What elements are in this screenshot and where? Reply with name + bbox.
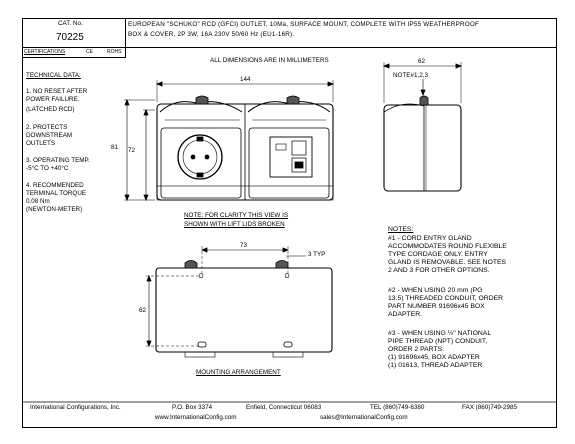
note1-line1: #1 - CORD ENTRY GLAND <box>388 235 472 242</box>
tech-item-1-line2: POWER FAILURE. <box>26 96 80 103</box>
tech-item-1-line3: (LATCHED RCD) <box>26 106 75 113</box>
footer-city: Enfield, Connecticut 06083 <box>246 404 322 411</box>
tech-item-4-line4: (NEWTON-METER) <box>26 206 83 213</box>
tech-item-3-line1: 3. OPERATING TEMP. <box>26 157 90 164</box>
note1-line5: 2 AND 3 FOR OTHER OPTIONS. <box>388 267 490 274</box>
note2-line3: PART NUMBER 91696x45 BOX <box>388 303 485 310</box>
note2-line4: ADAPTER. <box>388 311 422 318</box>
tech-item-1-line1: 1. NO RESET AFTER <box>26 88 88 95</box>
note3-line4: (1) 91696x45, BOX ADAPTER <box>388 354 480 361</box>
front-width-dim: 144 <box>239 76 252 84</box>
front-caption-line2: SHOWN WITH LIFT LIDS BROKEN <box>184 221 285 228</box>
mounting-outline <box>155 260 333 358</box>
footer-fax: FAX (860)749-2985 <box>462 404 517 411</box>
front-caption-line1: NOTE: FOR CLARITY THIS VIEW IS <box>184 212 289 219</box>
tech-item-4-line2: TERMINAL TORQUE <box>26 190 87 197</box>
dimensions-note: ALL DIMENSIONS ARE IN MILLIMETERS <box>210 57 329 64</box>
note1-line4: GLAND IS REMOVABLE. SEE NOTES <box>388 259 507 266</box>
footer-company: International Configurations, Inc. <box>30 404 121 411</box>
note3-line2: PIPE THREAD (NPT) CONDUIT, <box>388 338 488 345</box>
note3-line3: ORDER 2 PARTS: <box>388 346 445 353</box>
description-line2: BOX & COVER, 2P 3W, 16A 230V 50/60 Hz (E… <box>128 31 295 38</box>
cat-number: 70225 <box>56 32 84 43</box>
front-height-outer-dim: 81 <box>111 144 119 151</box>
tech-item-2-line1: 2. PROTECTS <box>26 124 68 131</box>
schuko-socket <box>177 134 223 180</box>
side-note-ref: NOTE#1,2,3 <box>393 72 428 79</box>
footer-email-link[interactable]: sales@InternationalConfig.com <box>320 414 408 421</box>
mounting-width-dim: 73 <box>239 242 249 250</box>
note1-line2: ACCOMMODATES ROUND FLEXIBLE <box>388 243 507 250</box>
tech-item-2-line2: DOWNSTREAM <box>26 132 73 139</box>
front-view-outline <box>156 101 334 201</box>
note2-line1: #2 - WHEN USING 20 mm (PG <box>388 287 483 294</box>
note3-line1: #3 - WHEN USING ½" NATIONAL <box>388 330 492 337</box>
cert-rohs: ROHS <box>107 48 122 55</box>
mounting-hole-right: D <box>285 273 290 280</box>
note1-line3: TYPE CORDAGE ONLY. ENTRY <box>388 251 488 258</box>
certifications-box <box>22 47 126 58</box>
cat-label: CAT. No. <box>58 20 83 27</box>
technical-title: TECHNICAL DATA: <box>26 72 81 79</box>
note3-line5: (1) 01613, THREAD ADAPTER <box>388 362 483 369</box>
mounting-caption: MOUNTING ARRANGEMENT <box>196 369 281 376</box>
mounting-height-dim: 62 <box>139 307 147 315</box>
front-height-inner-dim: 72 <box>128 147 136 155</box>
cert-ce: CE <box>86 48 93 55</box>
note2-line2: 13.5) THREADED CONDUIT, ORDER <box>388 295 504 302</box>
description-box <box>125 18 557 48</box>
certifications-label: CERTIFICATIONS <box>24 48 66 55</box>
footer-po-box: P.O. Box 3374 <box>172 404 213 411</box>
description-line1: EUROPEAN "SCHUKO" RCD (GFCI) OUTLET, 10M… <box>128 21 480 28</box>
side-view-outline <box>383 95 462 192</box>
footer-tel: TEL (860)749-6380 <box>370 404 425 411</box>
rcd-module <box>269 136 313 178</box>
tech-item-3-line2: -5°C TO +40°C <box>26 165 69 172</box>
tech-item-4-line1: 4. RECOMMENDED <box>26 182 84 189</box>
tech-item-2-line3: OUTLETS <box>26 140 56 147</box>
side-width-dim: 62 <box>417 58 427 66</box>
notes-title: NOTES: <box>388 226 414 233</box>
tech-item-4-line3: 0.08 Nm <box>26 198 50 205</box>
mounting-hole-left: D <box>199 273 204 280</box>
footer-website-link[interactable]: www.InternationalConfig.com <box>155 414 237 421</box>
mounting-typ-dim: 3 TYP <box>308 251 326 258</box>
